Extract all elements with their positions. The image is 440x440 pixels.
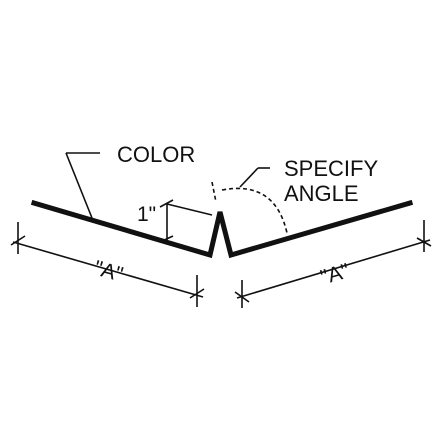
label-dim-right: "A" (318, 259, 352, 289)
dimension-height (159, 199, 213, 243)
specify-angle-leader (239, 167, 270, 188)
profile-outline (30, 199, 414, 259)
angle-arc (211, 181, 288, 234)
dimension-right (234, 220, 432, 308)
dimension-left (10, 222, 205, 307)
label-color: COLOR (117, 142, 195, 167)
label-specify: SPECIFY (284, 156, 378, 181)
label-angle: ANGLE (284, 181, 359, 206)
label-dim-height: 1" (137, 203, 156, 226)
label-dim-left: "A" (91, 256, 125, 286)
color-leader (65, 152, 100, 219)
